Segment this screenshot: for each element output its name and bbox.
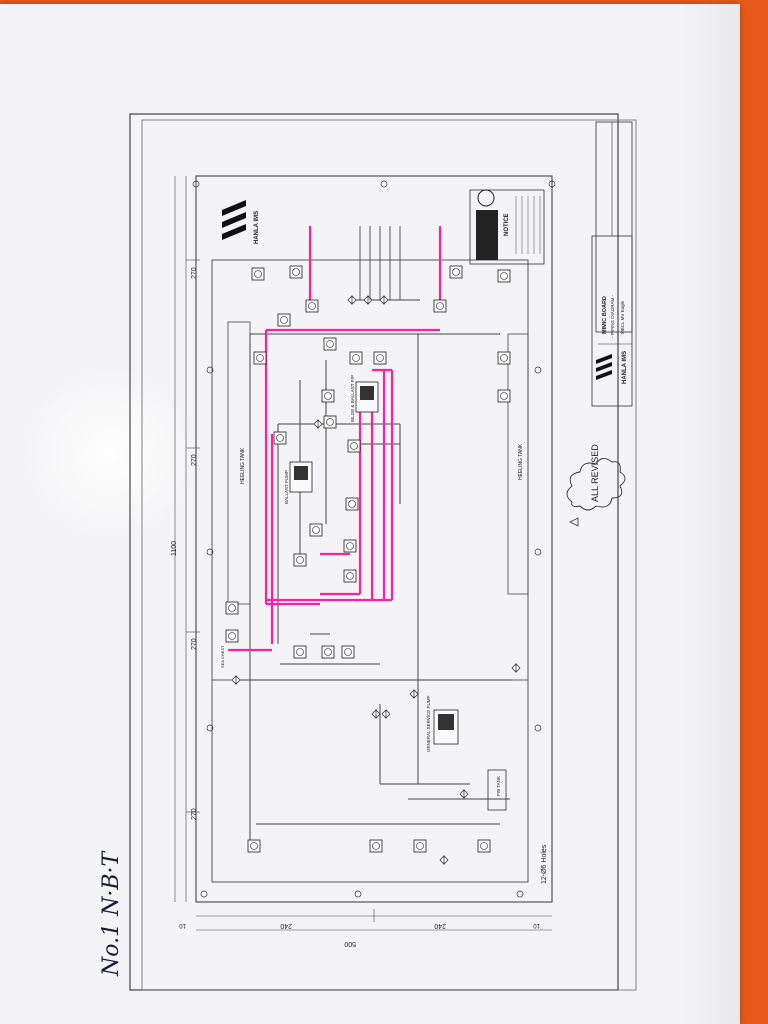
hold-lines [359,226,401,300]
drawing-frame [141,119,637,991]
gauge-dials [228,268,508,850]
dim-segment-4: 270 [191,808,198,820]
heeling-tank-bottom-label: HEELING TANK [518,443,524,480]
heeling-tank-top-outline [227,321,251,605]
hanla-logo-top [222,200,246,240]
light-glare [20,364,200,544]
dim-segment-1: 270 [191,267,198,279]
notice-label: NOTICE [504,213,510,236]
bilge-ballast-pump [355,381,379,413]
hanla-logo-text: HANLA IMS [254,211,260,244]
inline-valves [231,295,521,865]
title-brand: HANLA IMS [622,351,628,384]
heeling-tank-top-label: HEELING TANK [240,447,246,484]
sheet-shading [680,4,740,1024]
valve-indicators [225,265,511,853]
dim-segment-2: 270 [191,454,198,466]
fw-tank-label: FW TANK [496,776,501,796]
ballast-pump-label: BALLAST PUMP [284,470,289,504]
notice-panel [469,189,545,265]
pink-piping [228,226,442,652]
revision-cloud-text: ALL REVISED [590,444,600,502]
bilge-ballast-pump-label: BILGE & BALLAST P/P [350,375,355,422]
general-service-pump [433,709,459,745]
title-logo-bottom [596,354,612,380]
dim-side-1: 240 [280,922,292,929]
dim-margin-left: 10 [179,922,186,928]
grey-piping [236,299,512,844]
notice-text-lines [515,196,541,254]
general-service-pump-label: GENERAL SERVICE PUMP [426,695,431,752]
ballast-pump [289,461,313,493]
notice-gauge [477,189,495,207]
fw-tank-outline [487,769,507,811]
dim-side-2: 240 [434,922,446,929]
mounting-holes [192,180,556,898]
revision-cloud [566,458,626,511]
panel-outline [195,175,553,903]
vessel-name: MBCL MV Eagle [620,300,625,334]
dim-overall-height: 500 [344,940,356,947]
drawing-subtitle: - PIPING DIAGRAM - [610,294,615,338]
heeling-tank-bottom-outline [507,333,529,595]
dim-margin-right: 10 [533,922,540,928]
dim-overall-length: 1100 [171,541,178,556]
piping-diagram: 1100 270 270 270 270 500 240 240 10 10 1… [99,113,637,991]
handwritten-note: No.1 N·B·T [99,850,124,977]
sea-chest-label: SEA CHEST [220,645,225,668]
notice-indicator-block [476,210,498,260]
dim-segment-3: 270 [191,638,198,650]
drawing-title: MIMIC BOARD [602,296,608,334]
holes-note: 12-Ø6 Holes [541,844,548,884]
title-block-revisions [595,121,633,333]
revision-triangle [569,517,579,527]
drawing-sheet: 1100 270 270 270 270 500 240 240 10 10 1… [0,4,740,1024]
